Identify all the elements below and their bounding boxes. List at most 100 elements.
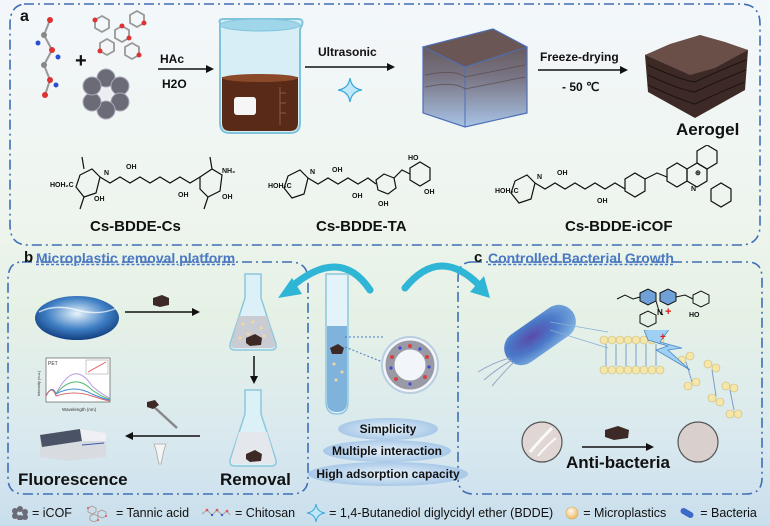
svg-text:OH: OH (126, 164, 137, 171)
flask-with-microplastics-icon (229, 273, 277, 351)
bacterium-icon (477, 304, 576, 387)
feature-multiple-interaction: Multiple interaction (323, 440, 451, 462)
svg-text:N: N (657, 308, 663, 317)
legend-item-tannic-acid: = Tannic acid (84, 504, 189, 522)
structure-cs-bdde-icof: HOH₂C N OH OH N ⊕ (495, 145, 732, 208)
reagent-h2o: H2O (162, 77, 187, 91)
legend-text-icof: = iCOF (32, 506, 72, 520)
legend-item-icof: = iCOF (12, 506, 72, 520)
aerogel-icon (645, 35, 748, 118)
panel-c-title: Controlled Bacterial Growth (488, 250, 674, 266)
test-tube-icon (325, 273, 349, 415)
reagent-hac: HAc (160, 52, 185, 66)
fluorometer-instrument-icon (40, 429, 106, 461)
arrow-antibacteria-icon (582, 443, 654, 451)
svg-text:OH: OH (94, 196, 105, 203)
legend-item-microplastics: = Microplastics (565, 506, 666, 520)
svg-text:HOH₂C: HOH₂C (268, 183, 292, 190)
legend-item-chitosan: = Chitosan (201, 506, 295, 520)
svg-text:⊕: ⊕ (695, 170, 701, 177)
svg-text:OH: OH (597, 198, 608, 205)
structure-cs-bdde-cs: HOH₂C N OH OH NH₂ OH OH (50, 156, 235, 210)
svg-text:OH: OH (352, 193, 363, 200)
fluorescence-label: Fluorescence (18, 470, 128, 489)
arrow-step3-icon (538, 66, 628, 74)
svg-text:OH: OH (222, 194, 233, 201)
chitosan-molecule-icon (35, 17, 61, 98)
svg-text:N: N (537, 174, 542, 181)
icof-cation-structure: N + HO (616, 288, 710, 328)
cell-membrane-disruption-icon: + (599, 330, 743, 419)
svg-text:OH: OH (424, 189, 435, 196)
curved-arrow-right-icon (401, 262, 484, 292)
svg-text:N: N (104, 170, 109, 177)
panel-a-frame (9, 3, 761, 246)
tweezers-with-aerogel-icon (147, 400, 178, 429)
svg-text:OH: OH (557, 170, 568, 177)
hydrogel-block-icon (421, 28, 529, 128)
aerogel-chunk-icon (153, 295, 169, 307)
panel-c-label: c (474, 249, 483, 266)
svg-text:OH: OH (332, 167, 343, 174)
structure-label-cs-bdde-icof: Cs-BDDE-iCOF (565, 218, 673, 235)
legend-text-microplastics: = Microplastics (583, 506, 667, 520)
icof-structure-icon (82, 68, 130, 120)
arrow-add-aerogel-icon (125, 308, 200, 316)
plus-sign: + (75, 50, 87, 72)
chitosan-icon (201, 508, 231, 517)
antibacteria-label: Anti-bacteria (566, 453, 670, 472)
panel-b-label: b (24, 249, 34, 266)
bdde-star-icon (338, 78, 362, 102)
svg-text:NH₂: NH₂ (222, 168, 235, 175)
spectrum-ylabel: Intensity (a.u.) (36, 370, 41, 396)
legend-text-bdde: = 1,4-Butanediol diglycidyl ether (BDDE) (329, 506, 554, 520)
petri-dish-with-bacteria-icon (521, 421, 563, 463)
svg-text:HOH₂C: HOH₂C (495, 188, 519, 195)
legend-text-bacteria: = Bacteria (700, 506, 757, 520)
bdde-star-icon (307, 504, 326, 522)
structure-label-cs-bdde-ta: Cs-BDDE-TA (316, 218, 407, 235)
svg-text:OH: OH (378, 201, 389, 208)
step-freeze-drying-label: Freeze-drying (540, 50, 619, 64)
removal-label: Removal (220, 470, 291, 489)
svg-text:N: N (310, 169, 315, 176)
feature-high-adsorption-capacity: High adsorption capacity (308, 462, 468, 486)
svg-text:HO: HO (408, 155, 419, 162)
step-temperature-label: - 50 ℃ (562, 80, 600, 94)
arrow-down-icon (250, 356, 258, 384)
svg-text:HOH₂C: HOH₂C (50, 182, 74, 189)
legend: = iCOF = Tannic acid = Chitosan = 1,4-Bu… (0, 500, 770, 526)
panel-b-frame (7, 261, 309, 495)
svg-text:+: + (660, 332, 666, 343)
aerogel-chunk-c-icon (605, 426, 629, 440)
spectrum-xlabel: Wavelength (nm) (62, 407, 97, 412)
step-ultrasonic-label: Ultrasonic (318, 45, 377, 59)
microplastic-icon (565, 506, 579, 520)
petri-dish-clear-icon (677, 421, 719, 463)
water-sample-icon (35, 296, 119, 340)
bacteria-icon (680, 508, 694, 518)
aerogel-label: Aerogel (676, 120, 740, 139)
membrane-zoom-lines (550, 321, 609, 349)
eppendorf-tube-icon (153, 443, 167, 465)
curved-arrow-left-icon (286, 263, 374, 294)
fluorescence-spectrum-plot: PET Wavelength (nm) Intensity (a.u.) (36, 357, 111, 412)
spectrum-title: PET (48, 361, 58, 367)
zoom-lines (345, 336, 385, 364)
legend-text-chitosan: = Chitosan (235, 506, 296, 520)
lightning-bolt-icon (643, 330, 691, 371)
beaker-icon (218, 18, 304, 134)
tannic-acid-icon (86, 505, 107, 522)
tannic-acid-molecule-icon (92, 9, 147, 61)
svg-text:+: + (665, 306, 671, 318)
svg-text:N: N (691, 186, 696, 193)
curved-arrows (278, 262, 490, 298)
svg-text:OH: OH (178, 192, 189, 199)
arrow-step2-icon (305, 63, 395, 71)
panel-b-title: Microplastic removal platform (36, 250, 236, 266)
feature-simplicity: Simplicity (338, 418, 438, 440)
arrow-step1-icon (158, 65, 214, 73)
legend-item-bacteria: = Bacteria (678, 506, 757, 520)
icof-icon (12, 506, 28, 520)
panel-a-label: a (20, 8, 29, 25)
